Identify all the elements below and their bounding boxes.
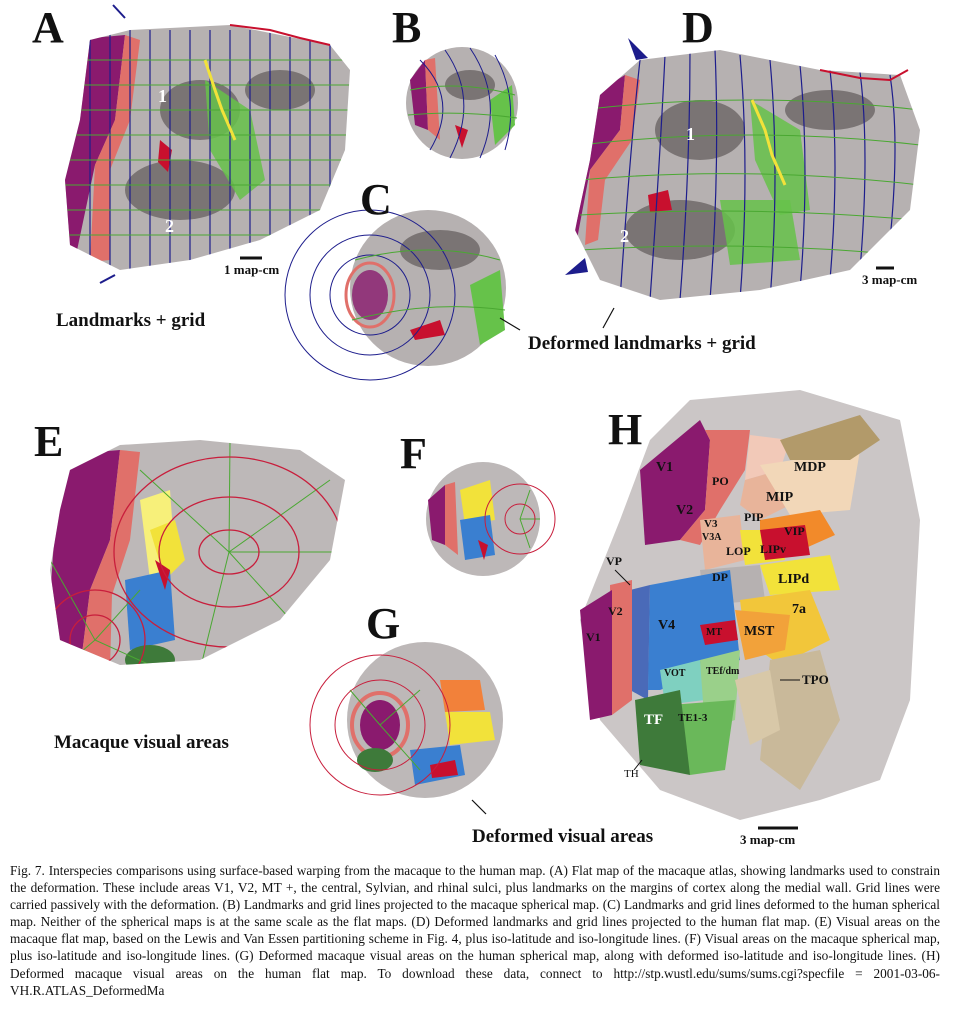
- area-mip: [760, 450, 860, 515]
- panel-letter-b: B: [392, 3, 422, 52]
- landmark-2-d: 2: [620, 226, 629, 246]
- area-label-lipv: LIPv: [760, 542, 787, 556]
- area-label-lipd: LIPd: [778, 572, 810, 587]
- panel-letter-a: A: [32, 3, 64, 52]
- area-lipd: [760, 555, 840, 595]
- label-deformed-landmarks-grid: Deformed landmarks + grid: [528, 333, 756, 354]
- area-label-v2-top: V2: [676, 503, 694, 518]
- area-label-v1-top: V1: [656, 460, 674, 475]
- label-macaque-visual-areas: Macaque visual areas: [54, 732, 229, 753]
- area-label-v2-bottom: V2: [608, 604, 623, 618]
- area-label-vp: VP: [606, 554, 622, 568]
- area-v2-top: [680, 430, 750, 545]
- area-label-th: TH: [624, 768, 639, 780]
- area-label-tpo: TPO: [802, 672, 829, 687]
- figure-caption: Fig. 7. Interspecies comparisons using s…: [10, 863, 940, 998]
- landmark-1-a: 1: [158, 86, 167, 106]
- label-deformed-visual-areas: Deformed visual areas: [472, 826, 654, 847]
- scale-bar-a: 1 map-cm: [224, 262, 280, 277]
- area-mst: [735, 610, 790, 660]
- panel-letter-h: H: [608, 405, 643, 454]
- area-lipv: [760, 525, 810, 560]
- panel-c-sphere: [284, 209, 521, 381]
- area-label-lop: LOP: [726, 544, 751, 558]
- panel-letter-e: E: [34, 417, 64, 466]
- panel-letter-d: D: [682, 3, 714, 52]
- label-landmarks-grid: Landmarks + grid: [56, 310, 206, 331]
- area-label-v3a: V3A: [702, 532, 722, 543]
- area-mdp: [780, 415, 880, 460]
- panel-f-sphere: [426, 462, 556, 576]
- area-label-v1-bottom: V1: [586, 630, 601, 644]
- area-mt: [700, 620, 738, 645]
- area-label-dp: DP: [712, 570, 728, 584]
- area-tpo-side: [735, 670, 780, 745]
- figure-artwork: [50, 4, 920, 830]
- area-label-mip: MIP: [766, 490, 794, 505]
- panel-g-sphere: [309, 642, 503, 815]
- area-label-pip: PIP: [744, 510, 764, 524]
- area-label-7a: 7a: [792, 602, 806, 617]
- area-label-v3: V3: [704, 518, 718, 530]
- panel-d-flatmap: [565, 38, 920, 329]
- area-tpo: [760, 650, 840, 790]
- area-label-te13: TE1-3: [678, 712, 708, 724]
- area-label-vot: VOT: [664, 668, 686, 679]
- panel-letter-c: C: [360, 175, 392, 224]
- panel-letter-f: F: [400, 429, 427, 478]
- scale-bar-h: 3 map-cm: [740, 832, 796, 847]
- landmark-1-d: 1: [686, 124, 695, 144]
- area-label-mt: MT: [706, 627, 723, 638]
- area-label-v4: V4: [658, 618, 676, 633]
- area-v1-top: [640, 420, 710, 545]
- landmark-2-a: 2: [165, 216, 174, 236]
- area-v2-bottom: [610, 580, 632, 715]
- area-label-po: PO: [712, 474, 729, 488]
- area-tf: [635, 690, 690, 775]
- panel-h-area-labels: V1 V2 PO PIP MIP MDP VIP V3 V3A LOP LIPv…: [586, 460, 829, 780]
- area-label-vip: VIP: [784, 524, 805, 538]
- area-label-mst: MST: [744, 624, 775, 639]
- panel-h-flatmap: [580, 390, 920, 830]
- area-v3: [700, 515, 745, 570]
- panel-letter-g: G: [366, 599, 401, 648]
- panel-b-sphere: [406, 47, 518, 159]
- area-v1-bottom: [580, 590, 612, 720]
- area-vp: [630, 585, 650, 700]
- scale-bar-d: 3 map-cm: [862, 272, 918, 287]
- area-label-mdp: MDP: [794, 460, 826, 475]
- area-label-tf: TF: [644, 712, 664, 728]
- area-label-tefdm: TEf/dm: [706, 666, 740, 677]
